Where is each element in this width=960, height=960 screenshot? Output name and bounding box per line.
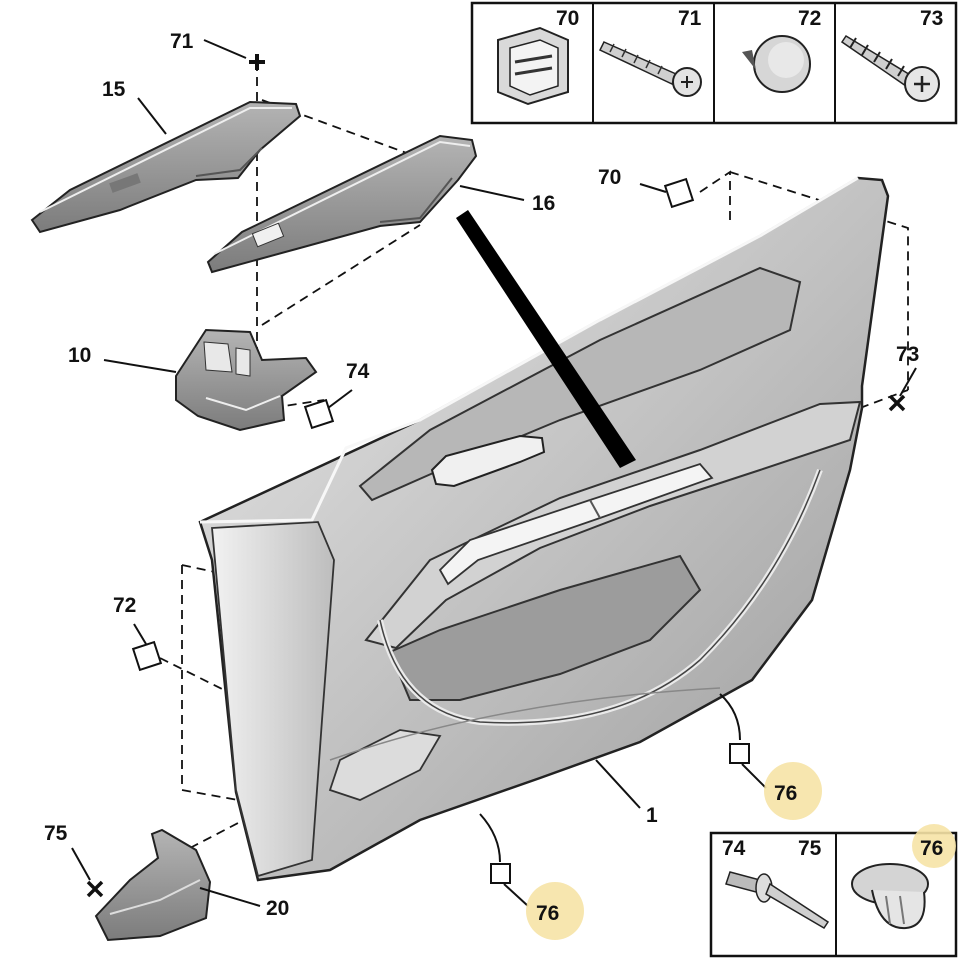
legend-cell-70: 70 <box>497 7 579 106</box>
callout-74: 74 <box>346 360 370 383</box>
square-marker-76a <box>729 743 750 764</box>
part-20-end-cap <box>94 828 212 942</box>
legend-label-76: 76 <box>920 837 943 860</box>
callout-73: 73 <box>896 343 919 366</box>
part-10-bracket <box>175 328 318 432</box>
highlight-76-legend <box>912 824 956 868</box>
legend-cell-73: 73 <box>840 7 943 102</box>
clip-icon <box>497 26 569 106</box>
legend-label-70: 70 <box>556 7 579 30</box>
leader-lines <box>71 39 917 907</box>
legend-cell-76: 76 <box>851 824 956 930</box>
part-16-switch-trim <box>206 134 478 274</box>
pointer-arrow <box>456 210 636 468</box>
legend-bottom: 74 75 76 <box>709 824 958 958</box>
self-tapping-screw-icon <box>840 34 940 102</box>
legend-top: 70 71 72 <box>470 1 958 125</box>
callout-10: 10 <box>68 344 91 367</box>
callout-76a: 76 <box>774 782 797 805</box>
legend-label-74: 74 <box>722 837 746 860</box>
callout-labels: 71 15 16 10 74 70 73 72 75 20 1 76 76 <box>44 30 919 925</box>
legend-label-72: 72 <box>798 7 821 30</box>
part-15-switch-trim <box>30 100 302 234</box>
markers <box>86 54 906 898</box>
legend-label-71: 71 <box>678 7 702 30</box>
callout-70: 70 <box>598 166 621 189</box>
callout-1: 1 <box>646 804 658 827</box>
callout-72: 72 <box>113 594 136 617</box>
screw-icon <box>598 41 702 97</box>
square-marker-76b <box>490 863 511 884</box>
legend-cell-71: 71 <box>598 7 702 97</box>
legend-cell-72: 72 <box>742 7 821 93</box>
callout-16: 16 <box>532 192 555 215</box>
callout-76b: 76 <box>536 902 559 925</box>
legend-label-75: 75 <box>798 837 822 860</box>
callout-20: 20 <box>266 897 289 920</box>
legend-cell-74-75: 74 75 <box>722 837 830 930</box>
square-marker-74 <box>303 398 335 430</box>
callout-71: 71 <box>170 30 194 53</box>
callout-75: 75 <box>44 822 68 845</box>
legend-label-73: 73 <box>920 7 943 30</box>
highlight-76b <box>526 882 584 940</box>
rivet-icon <box>725 871 830 930</box>
square-marker-72 <box>131 640 163 672</box>
cross-marker-71 <box>249 54 265 70</box>
push-clip-icon <box>851 863 929 930</box>
highlight-76a <box>764 762 822 820</box>
button-clip-icon <box>742 35 811 93</box>
cross-marker-75 <box>86 880 104 898</box>
square-marker-70 <box>663 177 695 209</box>
callout-15: 15 <box>102 78 126 101</box>
cross-marker-73 <box>888 394 906 412</box>
